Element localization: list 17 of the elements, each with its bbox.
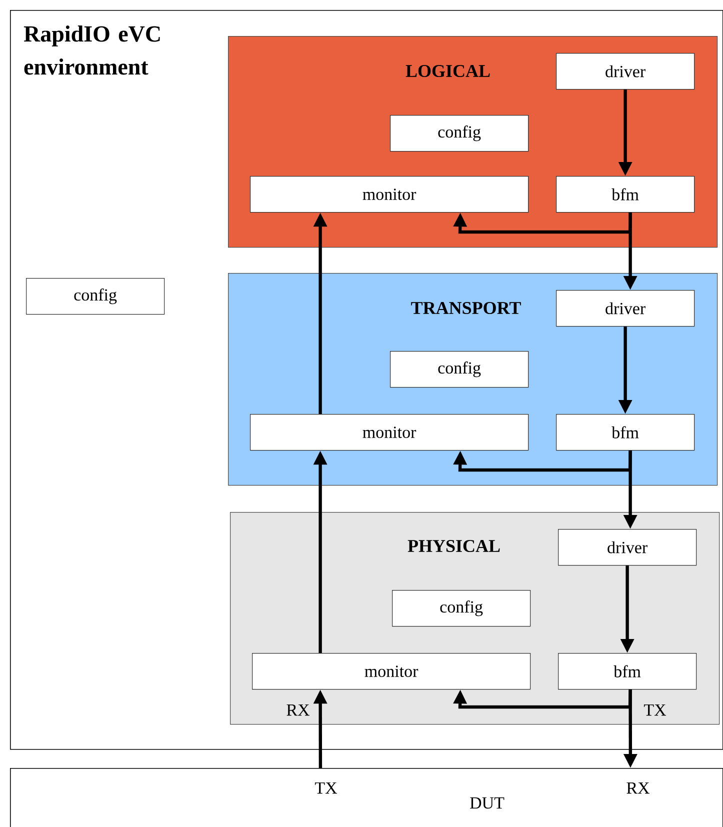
port-label: TX — [314, 782, 338, 794]
component-box: config — [390, 115, 529, 152]
port-label: RX — [286, 704, 310, 716]
component-box: monitor — [252, 653, 531, 690]
component-box: config — [390, 351, 529, 388]
component-box: bfm — [556, 414, 695, 451]
port-label: RX — [626, 782, 650, 794]
component-box: bfm — [556, 176, 695, 213]
component-box: monitor — [250, 176, 529, 213]
component-box: driver — [556, 53, 695, 90]
component-box: bfm — [558, 653, 697, 690]
port-label: TX — [644, 704, 666, 716]
component-box: driver — [556, 290, 695, 327]
component-box: monitor — [250, 414, 529, 451]
component-box: driver — [558, 529, 697, 566]
component-box: config — [392, 590, 531, 627]
component-box: config — [26, 278, 165, 315]
